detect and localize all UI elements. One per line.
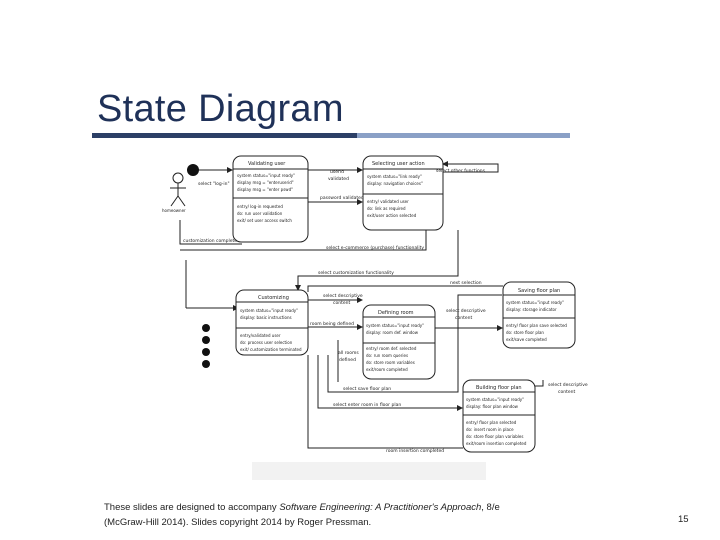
state-name: Validating user	[248, 161, 286, 167]
blank-area	[252, 462, 486, 480]
svg-text:display msg = "enteruserid": display msg = "enteruserid"	[237, 180, 294, 185]
state-customizing: Customizing system status="input ready" …	[235, 289, 309, 356]
actor-figure	[170, 172, 186, 207]
svg-text:do: store floor plan: do: store floor plan	[506, 330, 544, 335]
svg-text:select descriptive: select descriptive	[548, 382, 588, 388]
svg-text:do: process user selection: do: process user selection	[240, 340, 293, 345]
svg-text:all rooms: all rooms	[338, 350, 359, 356]
state-name: Selecting user action	[372, 161, 425, 167]
state-saving-floor-plan: Saving floor plan system status="input r…	[502, 281, 576, 349]
svg-text:do: run user validation: do: run user validation	[237, 211, 283, 216]
svg-text:system status="input ready": system status="input ready"	[240, 308, 298, 313]
svg-text:exit/save completed: exit/save completed	[506, 337, 547, 342]
svg-text:entry/validated user: entry/validated user	[240, 333, 281, 338]
state-name: Defining room	[378, 310, 414, 316]
svg-text:validated: validated	[328, 176, 349, 182]
svg-text:password validated: password validated	[320, 195, 364, 201]
state-building-floor-plan: Building floor plan system status="input…	[462, 379, 536, 453]
svg-text:do: run room queries: do: run room queries	[366, 353, 408, 358]
svg-text:entry/ log-in requested: entry/ log-in requested	[237, 204, 283, 209]
state-name: Saving floor plan	[518, 288, 560, 294]
actor-label: homeowner	[162, 208, 186, 213]
state-name: Building floor plan	[476, 385, 522, 391]
svg-text:content: content	[333, 300, 350, 306]
svg-text:room being defined: room being defined	[310, 321, 354, 327]
svg-text:system status="input ready": system status="input ready"	[237, 173, 295, 178]
svg-text:content: content	[455, 315, 472, 321]
svg-text:display: room def. window: display: room def. window	[366, 330, 419, 335]
svg-text:display: floor plan window: display: floor plan window	[466, 404, 519, 409]
page-number: 15	[678, 514, 689, 525]
svg-text:exit/ customization terminated: exit/ customization terminated	[240, 347, 302, 352]
state-validating-user: Validating user system status="input rea…	[232, 155, 309, 243]
svg-text:defined: defined	[339, 357, 356, 363]
svg-text:next selection: next selection	[450, 280, 482, 286]
svg-text:display: basic instructions: display: basic instructions	[240, 315, 292, 320]
svg-text:select customization functiona: select customization functionality	[318, 270, 394, 276]
svg-text:system status="input ready": system status="input ready"	[466, 397, 524, 402]
svg-text:do: link as required: do: link as required	[367, 206, 406, 211]
svg-text:exit/room insertion completed: exit/room insertion completed	[466, 441, 527, 446]
initial-state	[187, 164, 199, 176]
title-underline-accent	[92, 133, 357, 138]
svg-text:system status="input ready": system status="input ready"	[366, 323, 424, 328]
svg-text:select e-commerce (purchase) f: select e-commerce (purchase) functionali…	[326, 245, 424, 251]
transition-select-log-in: select "log-in"	[198, 181, 230, 187]
slide-title: State Diagram	[97, 88, 344, 130]
slide-footer: These slides are designed to accompany S…	[104, 502, 500, 528]
svg-text:display: storage indicator: display: storage indicator	[506, 307, 557, 312]
svg-text:room insertion completed: room insertion completed	[386, 448, 444, 454]
svg-text:select descriptive: select descriptive	[446, 308, 486, 314]
svg-text:content: content	[558, 389, 575, 395]
svg-text:entry/ validated user: entry/ validated user	[367, 199, 409, 204]
svg-text:display: navigation choices": display: navigation choices"	[367, 181, 423, 186]
state-selecting-user-action: Selecting user action system status="lin…	[362, 155, 444, 231]
svg-text:entry/ floor plan save selecte: entry/ floor plan save selected	[506, 323, 567, 328]
svg-text:exit/user action selected: exit/user action selected	[367, 213, 417, 218]
svg-text:userid: userid	[330, 169, 344, 175]
svg-text:do: store room variables: do: store room variables	[366, 360, 415, 365]
state-defining-room: Defining room system status="input ready…	[362, 304, 436, 380]
svg-text:select other functions: select other functions	[436, 168, 486, 174]
svg-text:do: insert room in place: do: insert room in place	[466, 427, 514, 432]
svg-text:exit/room completed: exit/room completed	[366, 367, 408, 372]
svg-text:system status="link ready": system status="link ready"	[367, 174, 422, 179]
svg-text:select enter room in floor pla: select enter room in floor plan	[333, 402, 401, 408]
svg-text:customization complete: customization complete	[183, 238, 237, 244]
svg-text:entry/ floor plan selected: entry/ floor plan selected	[466, 420, 517, 425]
svg-text:exit/ set user access switch: exit/ set user access switch	[237, 218, 292, 223]
svg-text:select save floor plan: select save floor plan	[343, 386, 391, 392]
svg-text:select descriptive: select descriptive	[323, 293, 363, 299]
svg-text:display msg = "enter pswd": display msg = "enter pswd"	[237, 187, 293, 192]
state-name: Customizing	[258, 295, 289, 301]
state-diagram: homeowner select "log-in" Validating use…	[162, 155, 588, 454]
book-title: Software Engineering: A Practitioner's A…	[279, 502, 482, 513]
svg-text:entry/ room def. selected: entry/ room def. selected	[366, 346, 417, 351]
svg-text:do: store floor plan variables: do: store floor plan variables	[466, 434, 523, 439]
svg-text:system status="input ready": system status="input ready"	[506, 300, 564, 305]
